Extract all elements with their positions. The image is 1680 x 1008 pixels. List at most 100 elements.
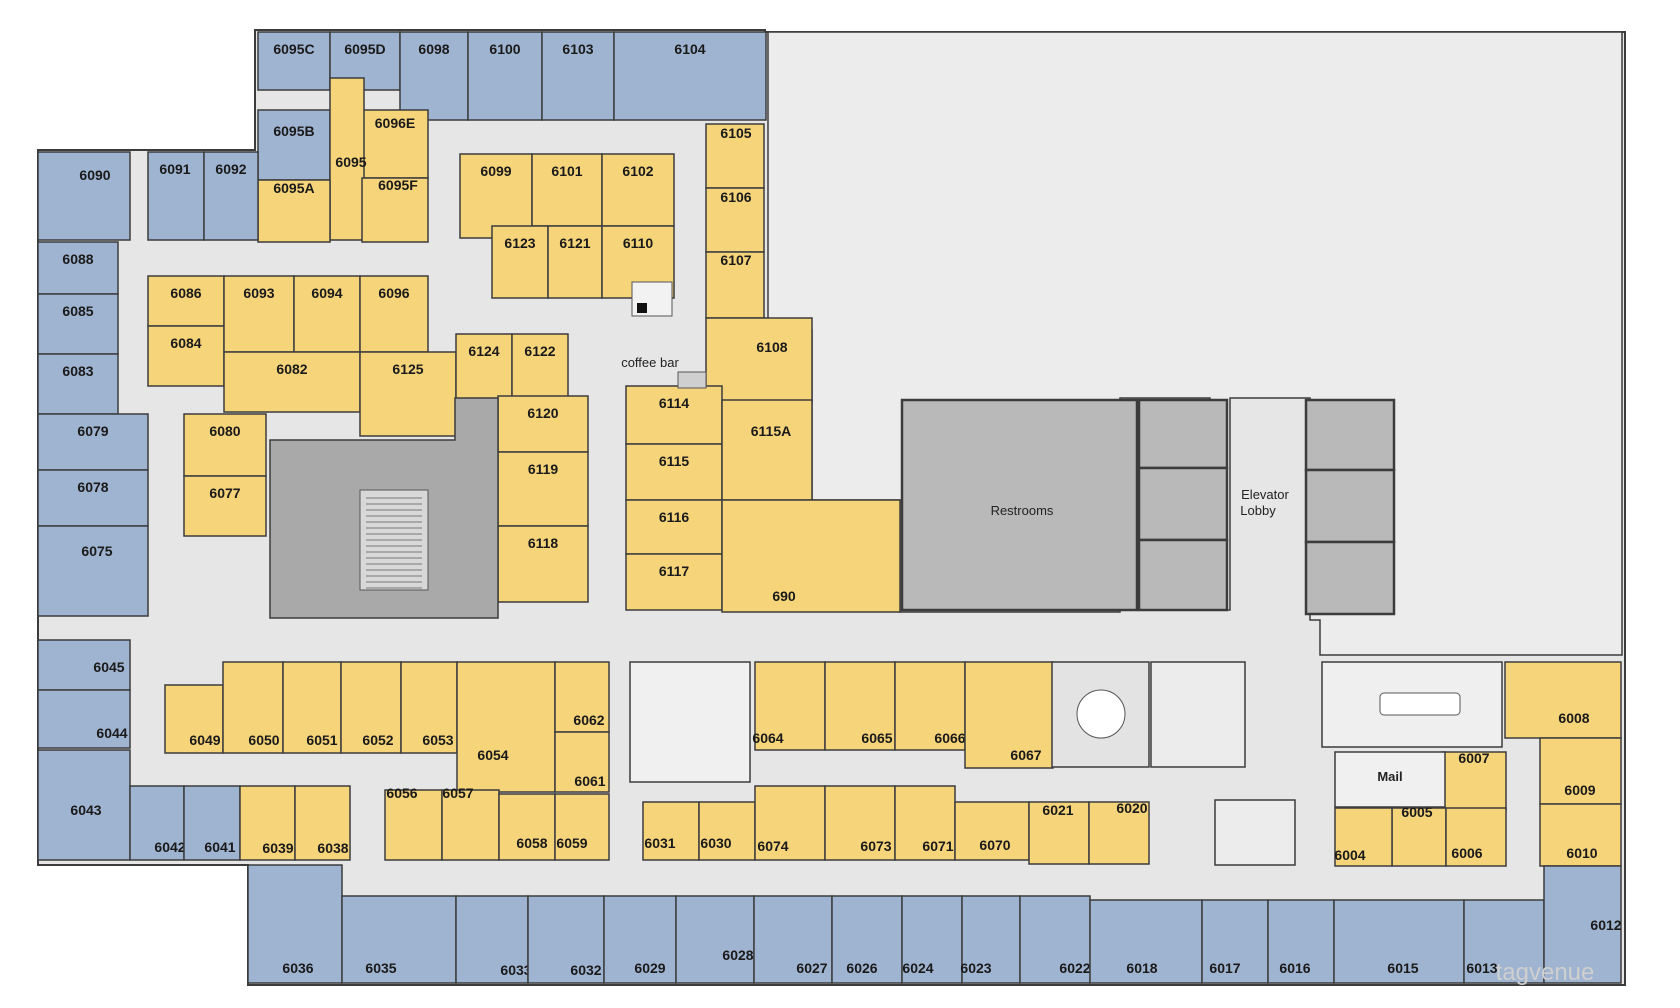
room-6095B: 6095B bbox=[257, 109, 331, 181]
room-shape bbox=[247, 864, 343, 984]
room-6026: 6026 bbox=[831, 895, 903, 984]
room-6021: 6021 bbox=[1028, 801, 1090, 865]
room-number-label: 6045 bbox=[93, 659, 124, 675]
room-number-label: 6022 bbox=[1059, 960, 1090, 976]
room-shape bbox=[498, 793, 556, 861]
room-shape bbox=[964, 661, 1054, 769]
room-number-label: 6010 bbox=[1566, 845, 1597, 861]
room-number-label: 6102 bbox=[622, 163, 653, 179]
room-shape bbox=[721, 399, 813, 501]
room-6080: 6080 bbox=[183, 413, 267, 477]
room-number-label: 6094 bbox=[311, 285, 342, 301]
room-6100: 6100 bbox=[467, 31, 543, 121]
room-6024: 6024 bbox=[901, 895, 963, 984]
room-6004: 6004 bbox=[1334, 807, 1393, 867]
room-number-label: 6066 bbox=[934, 730, 965, 746]
room-number-label: 6116 bbox=[659, 509, 690, 525]
room-6028: 6028 bbox=[675, 895, 755, 984]
room-6124: 6124 bbox=[455, 333, 513, 401]
room-shape bbox=[901, 895, 963, 984]
lounge bbox=[1150, 661, 1246, 768]
room-number-label: 6030 bbox=[700, 835, 731, 851]
room-number-label: 6009 bbox=[1564, 782, 1595, 798]
room-number-label: 6095A bbox=[273, 180, 314, 196]
room-number-label: 6020 bbox=[1116, 800, 1147, 816]
room-shape bbox=[1333, 899, 1465, 984]
room-shape bbox=[1539, 737, 1622, 805]
room-6075: 6075 bbox=[37, 525, 149, 617]
room-number-label: 6088 bbox=[62, 251, 93, 267]
room-shape bbox=[824, 785, 896, 861]
room-number-label: 6021 bbox=[1042, 802, 1073, 818]
room-6036: 6036 bbox=[247, 864, 343, 984]
room-6006: 6006 bbox=[1445, 807, 1507, 867]
room-6027: 6027 bbox=[753, 895, 833, 984]
elevator-3 bbox=[1304, 540, 1396, 616]
room-shape bbox=[222, 661, 284, 754]
room-number-label: 6093 bbox=[243, 285, 274, 301]
room-shape bbox=[625, 443, 723, 501]
room-shape bbox=[1445, 807, 1507, 867]
room-number-label: 6026 bbox=[846, 960, 877, 976]
room-6044: 6044 bbox=[37, 689, 131, 749]
room-number-label: 6035 bbox=[365, 960, 396, 976]
room-number-label: 6016 bbox=[1279, 960, 1310, 976]
room-number-label: 6065 bbox=[861, 730, 892, 746]
room-shape bbox=[705, 187, 765, 253]
elevator-1 bbox=[1304, 398, 1396, 472]
room-number-label: 6098 bbox=[418, 41, 449, 57]
room-number-label: 6013 bbox=[1466, 960, 1497, 976]
room-6125: 6125 bbox=[359, 351, 457, 437]
room-6066: 6066 bbox=[894, 661, 966, 751]
room-number-label: 6057 bbox=[442, 785, 473, 801]
room-shape bbox=[705, 123, 765, 189]
room-number-label: 6092 bbox=[215, 161, 246, 177]
room-number-label: 6075 bbox=[81, 543, 112, 559]
mail-label: Mail bbox=[1377, 769, 1402, 784]
room-number-label: 6008 bbox=[1558, 710, 1589, 726]
watermark-logo: tagvenue bbox=[1496, 959, 1595, 986]
room-number-label: 690 bbox=[772, 588, 796, 604]
room-number-label: 6073 bbox=[860, 838, 891, 854]
room-shape bbox=[554, 731, 610, 793]
room-6005: 6005 bbox=[1391, 804, 1447, 867]
room-number-label: 6090 bbox=[79, 167, 110, 183]
room-number-label: 6062 bbox=[573, 712, 604, 728]
room-shape bbox=[257, 109, 331, 181]
room-number-label: 6054 bbox=[477, 747, 508, 763]
room-number-label: 6070 bbox=[979, 837, 1010, 853]
room-shape bbox=[1504, 661, 1622, 739]
room-6116: 6116 bbox=[625, 499, 723, 555]
room-number-label: 6107 bbox=[720, 252, 751, 268]
room-6101: 6101 bbox=[531, 153, 603, 227]
room-6017: 6017 bbox=[1201, 899, 1269, 984]
room-shape bbox=[147, 151, 205, 241]
room-shape bbox=[203, 151, 259, 241]
room-number-label: 6074 bbox=[757, 838, 788, 854]
room-6010: 6010 bbox=[1539, 803, 1622, 867]
mail-room bbox=[1334, 751, 1446, 808]
room-number-label: 6056 bbox=[386, 785, 417, 801]
elevator-lobby-label-line2: Lobby bbox=[1240, 503, 1276, 518]
room-shape bbox=[147, 275, 225, 327]
room-6056: 6056 bbox=[384, 785, 443, 861]
room-6059: 6059 bbox=[554, 793, 610, 861]
room-6045: 6045 bbox=[37, 639, 131, 691]
room-6088: 6088 bbox=[37, 241, 119, 295]
room-6093: 6093 bbox=[223, 275, 295, 353]
room-6078: 6078 bbox=[37, 469, 149, 527]
room-6074: 6074 bbox=[754, 785, 826, 861]
elevator-2 bbox=[1304, 468, 1396, 544]
kitchen-appliance bbox=[637, 303, 647, 313]
room-number-label: 6101 bbox=[551, 163, 582, 179]
room-shape bbox=[400, 661, 458, 754]
room-shape bbox=[642, 801, 700, 861]
core-services: Restrooms Elevator Lobby bbox=[900, 398, 1396, 616]
reception bbox=[1214, 799, 1296, 866]
room-shape bbox=[147, 325, 225, 387]
room-number-label: 6100 bbox=[489, 41, 520, 57]
room-6031: 6031 bbox=[642, 801, 700, 861]
room-number-label: 6115A bbox=[751, 423, 791, 439]
room-shape bbox=[603, 895, 677, 984]
